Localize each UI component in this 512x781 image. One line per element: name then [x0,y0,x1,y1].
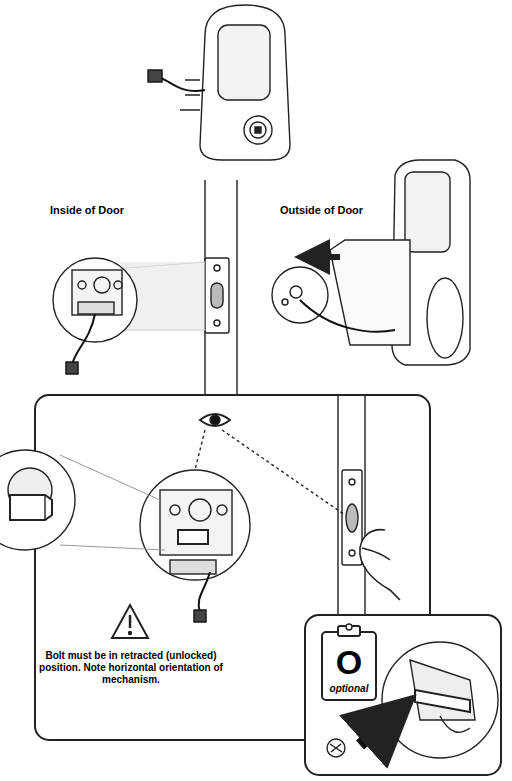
warning-note: Bolt must be in retracted (unlocked) pos… [28,650,234,686]
clipboard-icon [322,624,376,700]
lock-assembly [148,5,290,160]
optional-detail [382,642,498,758]
option-letter: O [322,642,376,683]
door-edge-lower [338,395,365,620]
tailpiece-closeup [0,450,75,550]
outside-assembly [272,160,470,365]
view-label: Inside of Door [50,204,160,217]
option-tag: optional [322,683,376,695]
screw-icon [327,739,345,757]
hand [360,530,400,600]
inside-mechanism-detail [53,258,137,374]
bolt-mechanism-detail [140,470,250,622]
warning-triangle [112,605,148,638]
view-label: Outside of Door [280,204,400,217]
eye-symbol [200,414,230,426]
